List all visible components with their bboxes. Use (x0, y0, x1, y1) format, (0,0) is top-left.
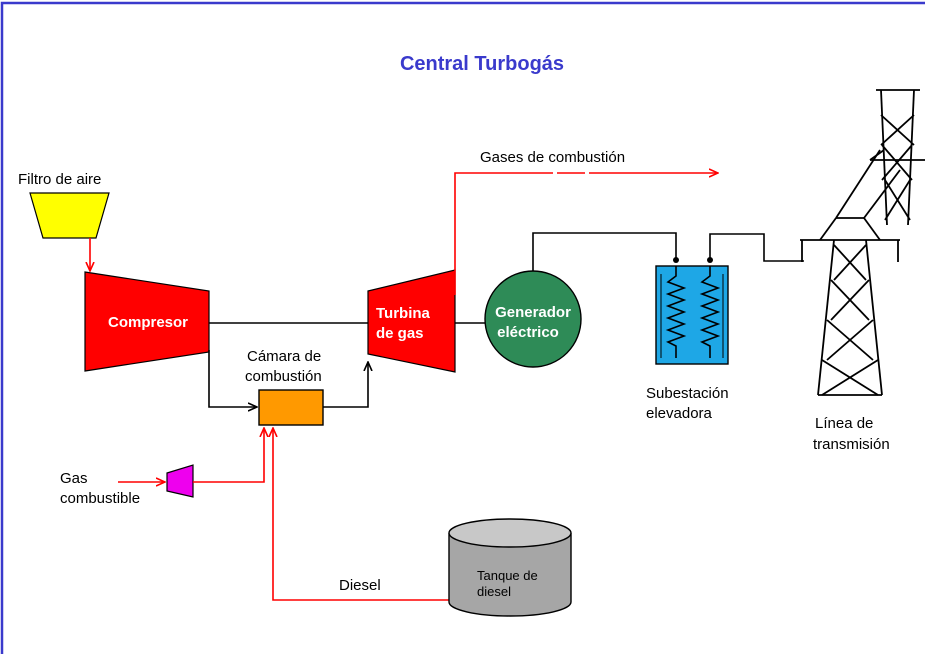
exhaust-gas-flow (454, 173, 718, 295)
gas-label-1: Gas (60, 470, 88, 487)
gas-label-2: combustible (60, 490, 140, 507)
camara-label-1: Cámara de (247, 348, 321, 365)
diesel-label: Diesel (339, 577, 381, 594)
transformer-fins (660, 274, 724, 358)
linea-label-2: transmisión (813, 436, 890, 453)
generador-label-1: Generador (495, 304, 571, 321)
air-filter (29, 192, 110, 239)
generador-label-2: eléctrico (497, 324, 559, 341)
terminal-dot (673, 257, 679, 263)
combustion-chamber (258, 389, 324, 426)
transformer-coil-right (699, 266, 721, 358)
transmission-tower-back (869, 89, 925, 226)
transformer-coil-left (665, 266, 687, 358)
hot-gas-flow (323, 362, 368, 408)
turbina-label-2: de gas (376, 325, 424, 342)
diagram-title: Central Turbogás (400, 53, 564, 75)
diesel-supply-flow (273, 428, 449, 601)
gas-turbine (367, 269, 456, 373)
gas-valve (166, 464, 194, 498)
subestacion-label-2: elevadora (646, 405, 713, 422)
subestacion-label-1: Subestación (646, 385, 729, 402)
gas-supply-flow (193, 428, 264, 483)
transmission-tower-front (800, 149, 901, 396)
filtro-label: Filtro de aire (18, 171, 101, 188)
camara-label-2: combustión (245, 368, 322, 385)
turbina-label-1: Turbina (376, 305, 431, 322)
compresor-label: Compresor (108, 314, 188, 331)
diesel-tank (448, 518, 572, 617)
compressed-air-flow (208, 350, 257, 407)
generator-output-wire (532, 232, 677, 271)
linea-label-1: Línea de (815, 415, 873, 432)
transmission-wire (709, 233, 804, 262)
gases-label: Gases de combustión (480, 149, 625, 166)
tanque-label-1: Tanque de (477, 568, 538, 583)
substation-transformer (655, 265, 729, 365)
tanque-label-2: diesel (477, 584, 511, 599)
